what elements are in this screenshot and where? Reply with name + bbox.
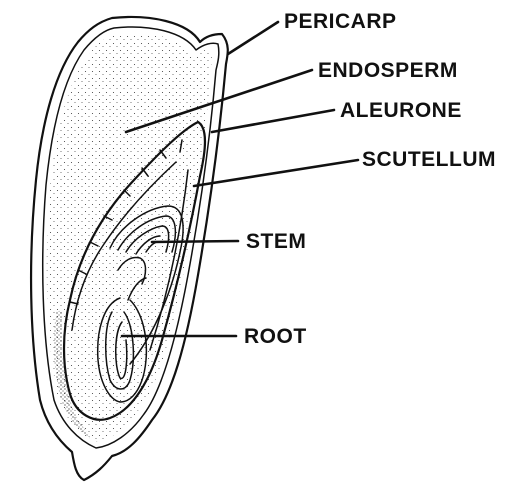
label-scutellum: SCUTELLUM <box>362 148 496 171</box>
label-stem: STEM <box>246 230 306 253</box>
leader-stem <box>152 241 238 242</box>
leader-pericarp <box>228 22 278 54</box>
label-endosperm: ENDOSPERM <box>318 59 458 82</box>
label-aleurone: ALEURONE <box>340 99 462 122</box>
label-root: ROOT <box>244 325 307 348</box>
leader-scutellum <box>194 160 358 186</box>
leader-aleurone <box>212 110 334 132</box>
label-pericarp: PERICARP <box>284 10 397 33</box>
